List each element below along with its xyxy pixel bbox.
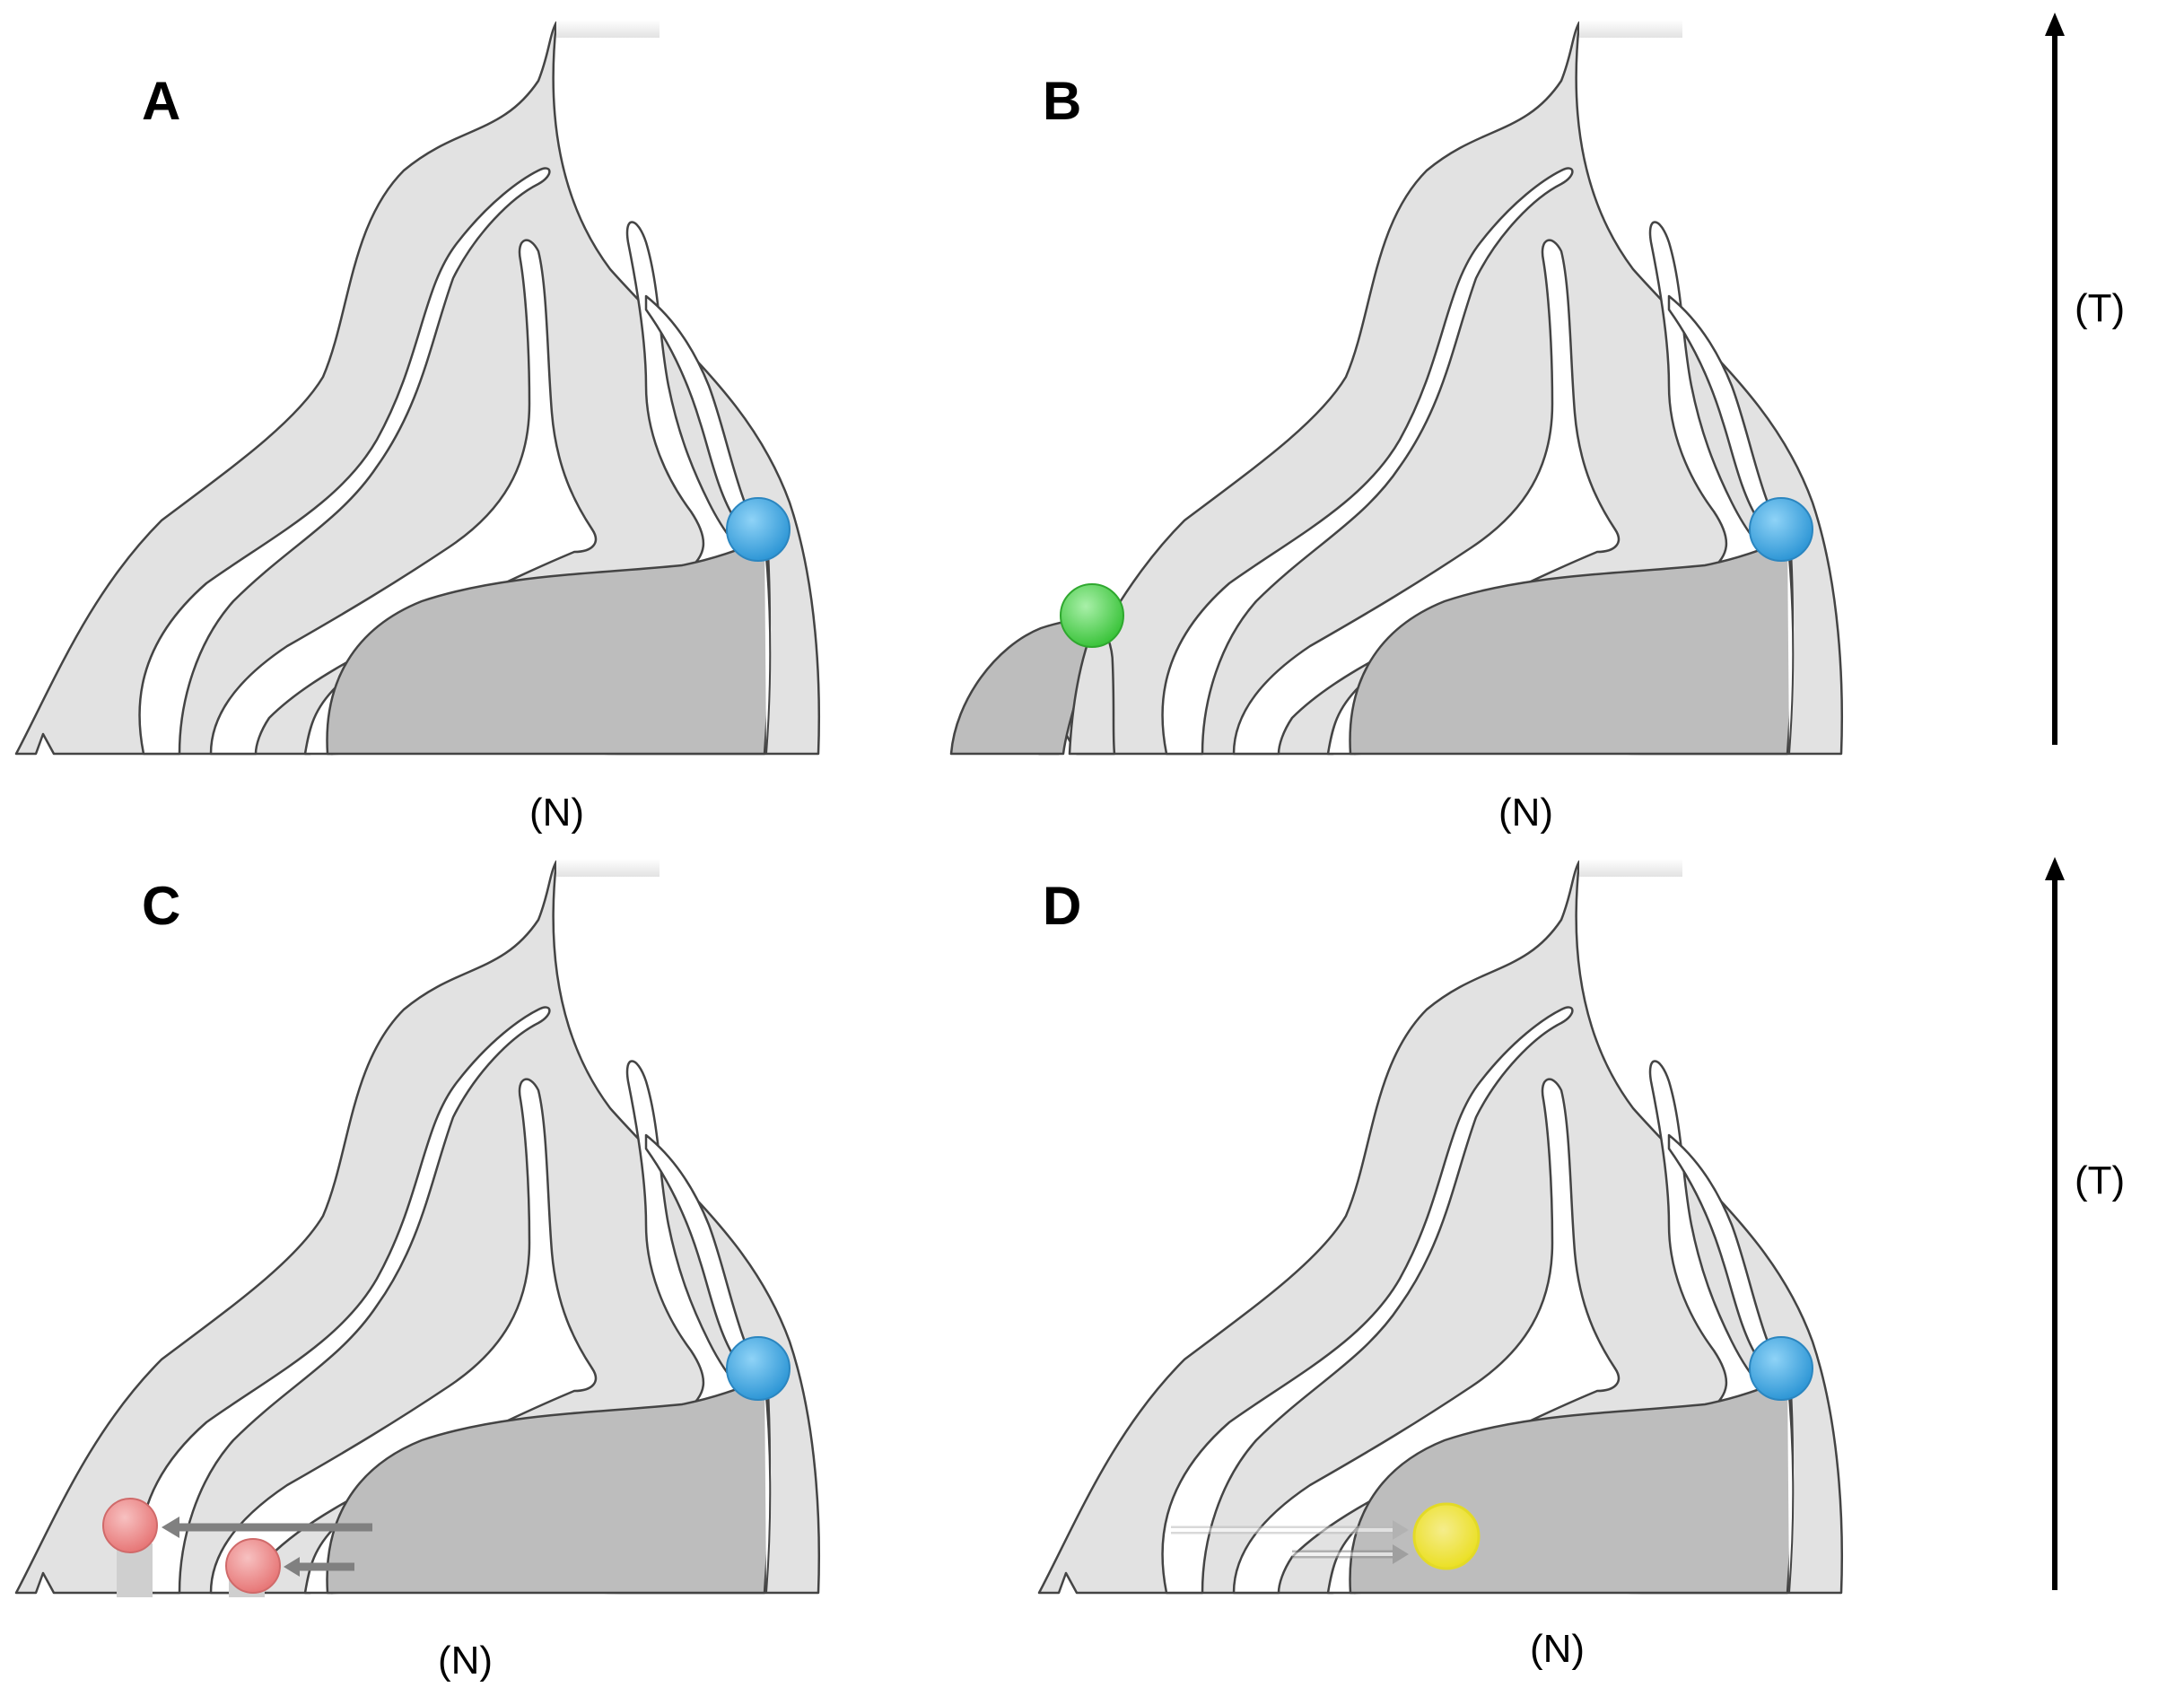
arrow-up-icon [2045, 13, 2065, 36]
tree-diagram [14, 18, 821, 756]
panel-d: D (N) [1037, 857, 1844, 1671]
panel-c: C (N) [14, 857, 821, 1683]
bottom-label: (N) [438, 1639, 493, 1683]
time-axis-top: (T) [2045, 13, 2125, 745]
arrow-head-2 [284, 1557, 300, 1577]
time-label: (T) [2075, 1158, 2125, 1202]
blue-marker [1749, 1336, 1813, 1401]
arrow-up-icon [2045, 857, 2065, 880]
tree-diagram [1037, 857, 1844, 1595]
green-marker [1060, 583, 1124, 648]
faint-arrows [1171, 1520, 1409, 1564]
panel-letter: A [142, 71, 180, 131]
bottom-label: (N) [529, 791, 584, 835]
panel-b: B (N) [949, 18, 1844, 835]
bottom-label: (N) [1530, 1627, 1585, 1671]
bottom-label: (N) [1498, 791, 1553, 835]
panel-a: A (N) [14, 18, 821, 835]
panel-letter: D [1043, 876, 1081, 936]
panel-letter: B [1043, 71, 1081, 131]
arrow-head-1 [162, 1517, 179, 1538]
yellow-marker [1412, 1502, 1481, 1570]
time-label: (T) [2075, 286, 2125, 330]
tree-diagram [14, 857, 821, 1595]
panel-letter: C [142, 876, 180, 936]
time-axis-bottom: (T) [2045, 857, 2125, 1590]
red-marker-2 [225, 1538, 281, 1594]
blue-marker [1749, 497, 1813, 562]
blue-marker [726, 1336, 791, 1401]
red-marker-1 [102, 1498, 158, 1553]
tree-diagram [1037, 18, 1844, 756]
blue-marker [726, 497, 791, 562]
